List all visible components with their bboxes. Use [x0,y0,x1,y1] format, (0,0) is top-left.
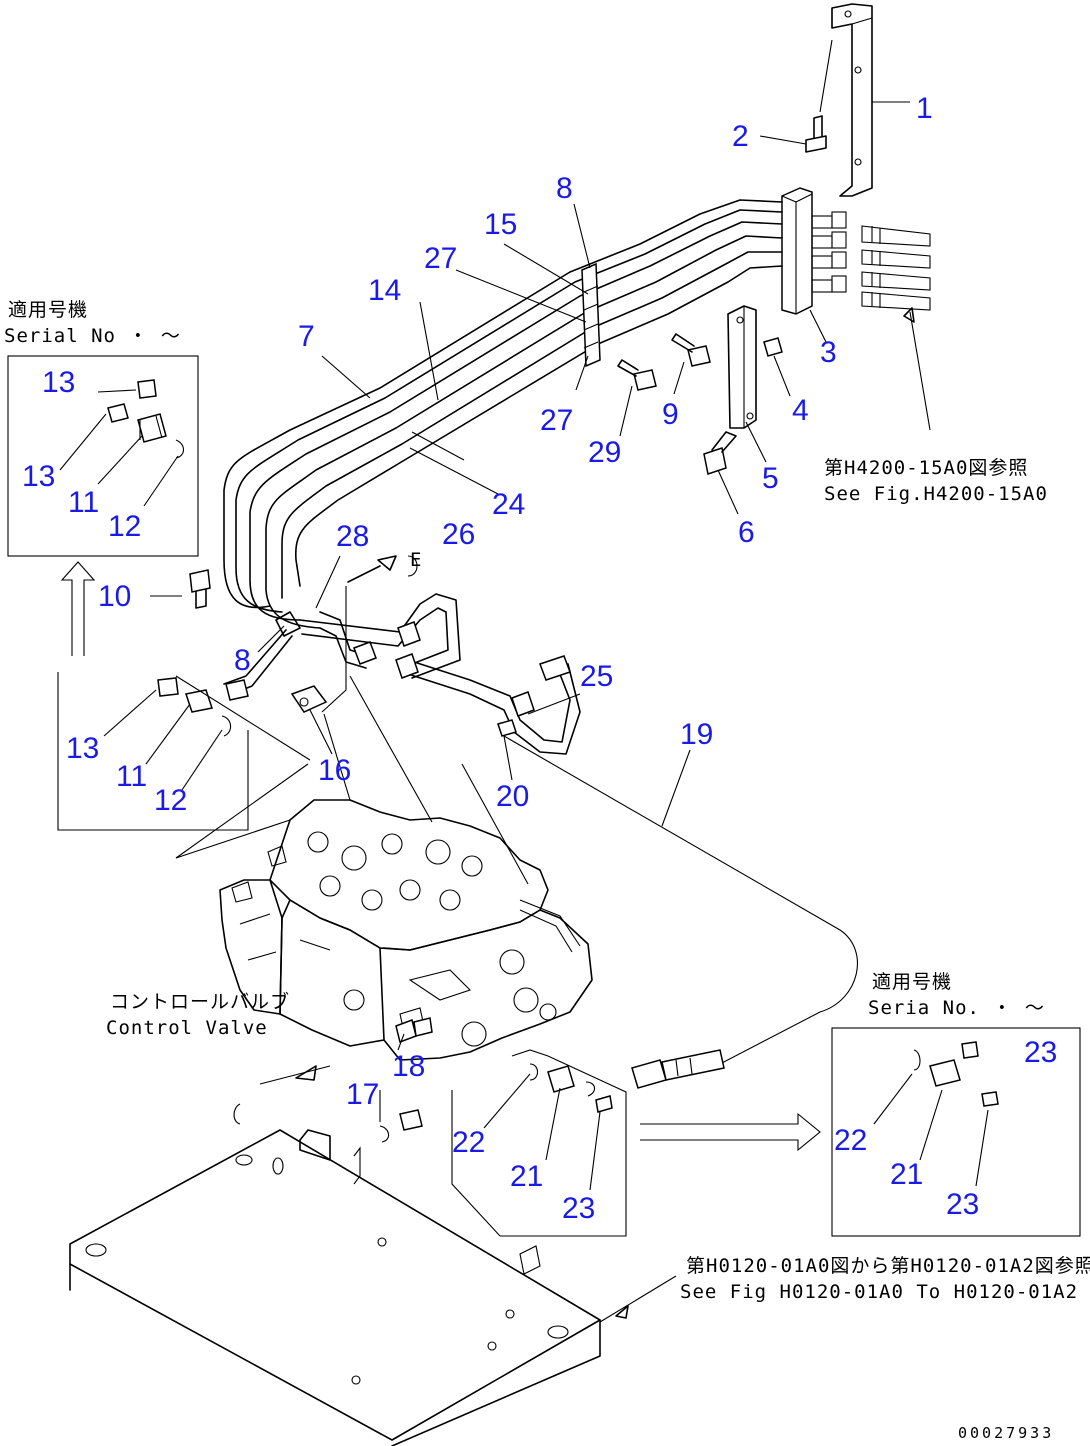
part-number: 14 [368,274,401,307]
part-number: 22 [834,1124,867,1157]
part-number: 19 [680,718,713,751]
part-number: 11 [116,760,147,793]
part-number: 26 [442,518,475,551]
part-number: 7 [298,320,315,353]
part-number: 15 [484,208,517,241]
part-number: 20 [496,780,529,813]
leader [819,39,833,113]
fig-ref-top-en: See Fig.H4200-15A0 [824,483,1048,505]
arrow-right [640,1112,821,1152]
part-number: 16 [318,754,351,787]
fig-ref-bottom-jp: 第H0120-01A0図から第H0120-01A2図参照 [686,1255,1090,1277]
part-number: 23 [562,1192,595,1225]
leaders [150,101,910,1122]
callout-frame-middle [451,1049,627,1237]
serial-note-left-en: Serial No ・ ～ [4,325,181,347]
base-plate [69,1065,677,1446]
lower-pipes [189,555,581,755]
bracket-5 [727,305,757,429]
part-number: 12 [154,784,187,817]
part-number: 13 [66,732,99,765]
part-number: 25 [580,660,613,693]
part-number: 6 [738,516,755,549]
parts-17-18 [379,1017,433,1143]
part-number: 10 [98,580,131,613]
fig-ref-top-jp: 第H4200-15A0図参照 [824,457,1028,479]
part-number: 18 [392,1050,425,1083]
detail-box-left [7,355,199,557]
part-number: 29 [588,436,621,469]
detail-e: E [410,549,422,571]
part-number: 22 [452,1126,485,1159]
part-number: 23 [946,1188,979,1221]
arrow-up [60,561,96,656]
bolt-2 [805,115,827,153]
fig-ref-bottom-en: See Fig H0120-01A0 To H0120-01A2 [680,1281,1078,1303]
part-number: 17 [346,1078,379,1111]
callout-frame-left [57,672,311,859]
serial-note-right-jp: 適用号機 [872,971,952,993]
part-number: 8 [234,644,251,677]
part-number: 28 [336,520,369,553]
part-number: 21 [890,1158,923,1191]
part-number: 23 [1024,1036,1057,1069]
part-number: 8 [556,172,573,205]
detail-box-right [831,1027,1081,1237]
part-number: 4 [792,394,809,427]
control-valve-jp: コントロールバルブ [110,990,290,1013]
part-number: 9 [662,398,679,431]
part-number: 5 [762,462,779,495]
drawing-code: 00027933 [958,1424,1054,1442]
bolt-29 [617,359,657,391]
serial-note-left-jp: 適用号機 [8,299,88,321]
bolt-6 [703,431,737,475]
part-number: 27 [540,404,573,437]
part-number: 3 [820,336,837,369]
hose-19 [503,735,858,1089]
leader [909,311,931,431]
pipe-bundle [223,199,783,629]
junction-block-3 [781,187,931,431]
part-number: 13 [22,460,55,493]
part-number: 2 [732,120,749,153]
part-number: 11 [68,486,99,519]
part-number: 21 [510,1160,543,1193]
part-number: 1 [916,92,933,125]
serial-note-right-en: Seria No. ・ ～ [868,997,1045,1019]
part-number: 12 [108,510,141,543]
bracket-1 [831,3,873,197]
part-number: 27 [424,242,457,275]
bolt-9 [671,333,711,367]
part-number: 24 [492,488,525,521]
control-valve-en: Control Valve [106,1017,268,1039]
part-number: 13 [42,366,75,399]
spacer-4 [763,337,783,357]
control-valve [175,675,593,1061]
